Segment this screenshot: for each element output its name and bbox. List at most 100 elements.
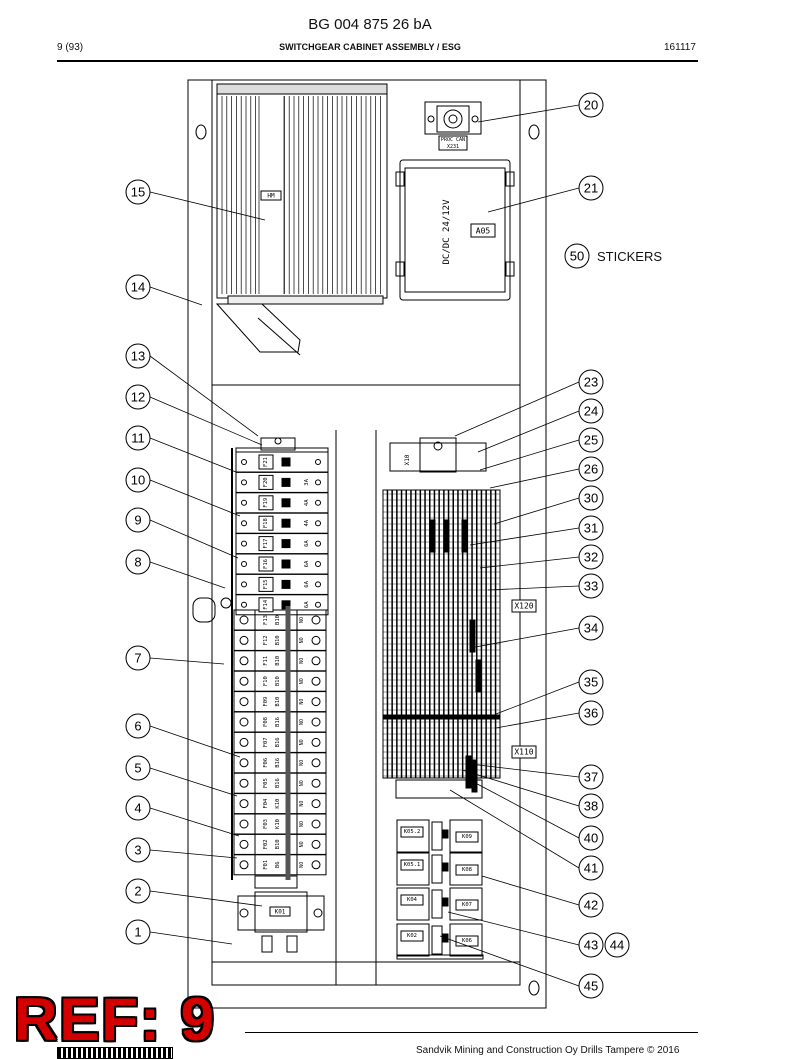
breaker-rating: K10 <box>275 799 281 809</box>
terminal-strip <box>382 489 501 793</box>
callout-26: 26 <box>578 456 604 482</box>
callout-37: 37 <box>578 764 604 790</box>
breaker-no-label: NO <box>299 821 305 827</box>
svg-text:34: 34 <box>584 621 598 636</box>
callout-43: 43 <box>578 932 604 958</box>
svg-text:4: 4 <box>134 801 141 816</box>
svg-text:14: 14 <box>131 280 145 295</box>
breaker-no-label: NO <box>299 719 305 725</box>
company-logo <box>57 1047 173 1059</box>
x10-label: X10 <box>404 454 411 465</box>
stickers-note: STICKERS <box>597 249 663 264</box>
relay-label: K05.2 <box>404 829 421 835</box>
svg-text:12: 12 <box>131 390 145 405</box>
fuse-label: F16 <box>263 559 269 569</box>
proc-can-label: PROC CAN <box>441 137 465 143</box>
callout-20: 20 <box>578 92 604 118</box>
callout-24: 24 <box>578 398 604 424</box>
callout-45: 45 <box>578 973 604 999</box>
svg-text:15: 15 <box>131 185 145 200</box>
breaker-rating: B10 <box>275 676 281 686</box>
callout-11: 11 <box>125 425 151 451</box>
svg-text:26: 26 <box>584 462 598 477</box>
page-number: 9 (93) <box>57 42 84 53</box>
svg-text:35: 35 <box>584 675 598 690</box>
breaker-label: F01 <box>263 860 269 870</box>
svg-text:24: 24 <box>584 404 598 419</box>
svg-text:11: 11 <box>131 431 145 446</box>
svg-text:10: 10 <box>131 473 145 488</box>
svg-text:37: 37 <box>584 770 598 785</box>
callout-34: 34 <box>578 615 604 641</box>
breaker-label: F05 <box>263 778 269 788</box>
callout-23: 23 <box>578 369 604 395</box>
relay-label: K02 <box>407 933 417 939</box>
header-rule <box>57 60 698 62</box>
callout-12: 12 <box>125 384 151 410</box>
breaker-label: F09 <box>263 697 269 707</box>
breaker-label: F07 <box>263 737 269 747</box>
breaker-label: F08 <box>263 717 269 727</box>
breaker-label: F12 <box>263 635 269 645</box>
callout-33: 33 <box>578 573 604 599</box>
document-date: 161117 <box>664 42 696 53</box>
callout-13: 13 <box>125 343 151 369</box>
callout-15: 15 <box>125 179 151 205</box>
breaker-rating: B10 <box>275 697 281 707</box>
svg-text:31: 31 <box>584 521 598 536</box>
dcdc-label: DC/DC 24/12V <box>442 199 452 265</box>
k01-label: K01 <box>275 909 286 916</box>
breaker-label: F11 <box>263 656 269 666</box>
svg-text:44: 44 <box>610 938 624 953</box>
breaker-rating: B16 <box>275 737 281 747</box>
breaker-no-label: NO <box>299 841 305 847</box>
svg-text:1: 1 <box>134 925 141 940</box>
breaker-rating: B16 <box>275 758 281 768</box>
callout-14: 14 <box>125 274 151 300</box>
x10-terminal-header <box>389 437 487 473</box>
fuse-label: F18 <box>263 518 269 528</box>
fuse-rating: 6A <box>304 601 310 608</box>
svg-text:43: 43 <box>584 938 598 953</box>
breaker-no-label: NO <box>299 801 305 807</box>
breaker-no-label: NO <box>299 637 305 643</box>
breaker-rating: B16 <box>275 778 281 788</box>
breaker-rating: K10 <box>275 819 281 829</box>
svg-text:40: 40 <box>584 831 598 846</box>
callout-2: 2 <box>125 878 151 904</box>
svg-text:20: 20 <box>584 98 598 113</box>
relay-label: K09 <box>462 834 472 840</box>
callout-41: 41 <box>578 855 604 881</box>
page-title: SWITCHGEAR CABINET ASSEMBLY / ESG <box>279 42 461 52</box>
svg-text:6: 6 <box>134 719 141 734</box>
breaker-label: F10 <box>263 676 269 686</box>
breaker-no-label: NO <box>299 678 305 684</box>
fuse-rating: 4A <box>304 519 310 526</box>
callout-10: 10 <box>125 467 151 493</box>
fuse-rating: 6A <box>304 560 310 567</box>
svg-text:21: 21 <box>584 181 598 196</box>
svg-text:42: 42 <box>584 898 598 913</box>
callout-30: 30 <box>578 485 604 511</box>
fuse-label: F15 <box>263 579 269 589</box>
relay-label: K06 <box>462 938 472 944</box>
ref-stamp: REF: 9 <box>14 986 217 1053</box>
callout-7: 7 <box>125 645 151 671</box>
callout-44: 44 <box>604 932 630 958</box>
dcdc-converter <box>395 159 515 301</box>
svg-text:45: 45 <box>584 979 598 994</box>
leader-lines <box>149 104 580 987</box>
callout-1: 1 <box>125 919 151 945</box>
breaker-rating: B16 <box>275 717 281 727</box>
callout-4: 4 <box>125 795 151 821</box>
breaker-rating: B10 <box>275 839 281 849</box>
mounting-hole <box>528 980 540 996</box>
breaker-no-label: NO <box>299 780 305 786</box>
callout-32: 32 <box>578 544 604 570</box>
svg-text:50: 50 <box>570 249 584 264</box>
breaker-label: F06 <box>263 758 269 768</box>
document-id: BG 004 875 26 bA <box>308 16 432 33</box>
